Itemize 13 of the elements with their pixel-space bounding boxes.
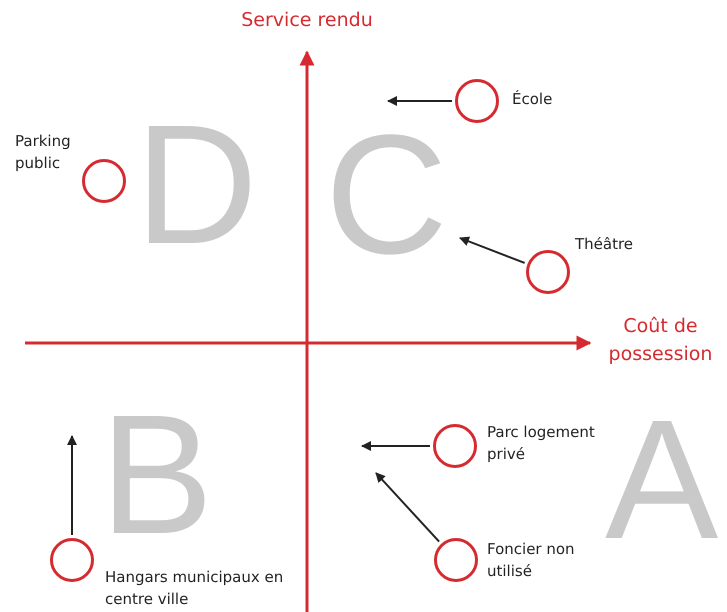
item-label: Hangars municipaux en centre ville [105,567,284,610]
arrow [375,472,440,542]
item-label: Parking public [15,131,72,174]
arrow [361,441,430,451]
arrow [67,435,77,535]
item-label: École [512,89,554,110]
item-label: Parc logement privé [487,422,596,465]
item-label: Foncier non utilisé [487,539,576,582]
arrow [459,236,526,264]
item-label: Théâtre [575,234,634,255]
axis-title: Coût de possession [608,314,714,367]
axis-title: Service rendu [240,8,374,33]
arrow [387,96,452,106]
